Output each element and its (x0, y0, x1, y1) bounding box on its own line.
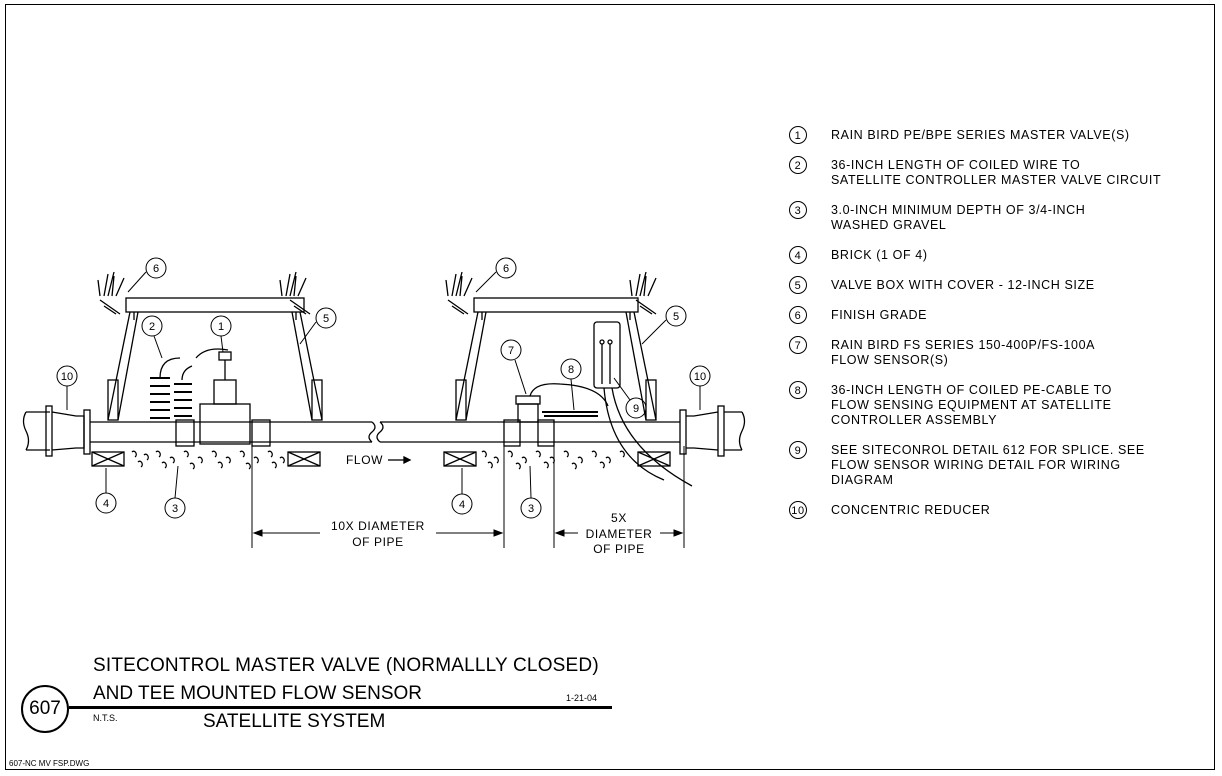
flow-label: FLOW (346, 453, 383, 467)
legend-item: 9 SEE SITECONROL DETAIL 612 FOR SPLICE. S… (786, 441, 1206, 488)
callout-3-right: 3 (528, 503, 534, 515)
legend-text: RAIN BIRD FS SERIES 150-400P/FS-100A FLO… (831, 338, 1096, 367)
left-valve-box (91, 271, 323, 470)
callout-5-left: 5 (323, 313, 329, 325)
callout-5-right: 5 (673, 311, 679, 323)
legend-text: RAIN BIRD PE/BPE SERIES MASTER VALVE(S) (831, 128, 1130, 142)
callout-3-left: 3 (172, 503, 178, 515)
dim-10x-line1: 10X DIAMETER (331, 519, 425, 533)
detail-number-badge: 607 (21, 685, 69, 733)
legend-text: FINISH GRADE (831, 308, 928, 322)
legend-number-badge: 5 (789, 276, 807, 294)
callout-4-right: 4 (459, 499, 465, 511)
legend-number-badge: 6 (789, 306, 807, 324)
callout-labels: 6 6 2 1 5 5 10 10 4 4 3 3 7 8 9 (61, 263, 706, 515)
dim-5x-line2: DIAMETER (586, 527, 653, 541)
legend-number-badge: 1 (789, 126, 807, 144)
callout-10-right: 10 (694, 371, 706, 383)
legend-item: 2 36-INCH LENGTH OF COILED WIRE TO SATELL… (786, 156, 1206, 188)
legend-text: SEE SITECONROL DETAIL 612 FOR SPLICE. SE… (831, 443, 1145, 487)
callout-2: 2 (149, 321, 155, 333)
callout-9: 9 (633, 403, 639, 415)
callout-4-left: 4 (103, 498, 109, 510)
legend-text: 3.0-INCH MINIMUM DEPTH OF 3/4-INCH WASHE… (831, 203, 1086, 232)
flow-arrow (388, 455, 412, 465)
callout-6-left: 6 (153, 263, 159, 275)
legend-number-badge: 3 (789, 201, 807, 219)
right-reducer (679, 405, 746, 457)
sheet-border (5, 4, 1215, 770)
legend-item: 7 RAIN BIRD FS SERIES 150-400P/FS-100A FL… (786, 336, 1206, 368)
scale-note: N.T.S. (93, 713, 118, 723)
legend-text: 36-INCH LENGTH OF COILED PE-CABLE TO FLO… (831, 383, 1112, 427)
legend-item: 4 BRICK (1 OF 4) (786, 246, 1206, 264)
right-valve-box (443, 271, 693, 487)
file-name: 607-NC MV FSP.DWG (9, 759, 90, 768)
dimension-lines (251, 446, 685, 548)
detail-title-line2: AND TEE MOUNTED FLOW SENSOR (93, 683, 423, 704)
legend-text: VALVE BOX WITH COVER - 12-INCH SIZE (831, 278, 1095, 292)
legend: 1 RAIN BIRD PE/BPE SERIES MASTER VALVE(S)… (786, 126, 1206, 533)
detail-title-line1: SITECONTROL MASTER VALVE (NORMALLLY CLOS… (93, 655, 599, 676)
legend-item: 3 3.0-INCH MINIMUM DEPTH OF 3/4-INCH WASH… (786, 201, 1206, 233)
legend-text: 36-INCH LENGTH OF COILED WIRE TO SATELLI… (831, 158, 1162, 187)
main-pipe (90, 421, 680, 443)
legend-number-badge: 7 (789, 336, 807, 354)
dim-10x-line2: OF PIPE (352, 535, 404, 549)
legend-text: CONCENTRIC REDUCER (831, 503, 991, 517)
callout-8: 8 (568, 364, 574, 376)
drawing-text: FLOW 10X DIAMETER OF PIPE 5X DIAMETER OF… (331, 453, 652, 556)
legend-number-badge: 8 (789, 381, 807, 399)
legend-item: 5 VALVE BOX WITH COVER - 12-INCH SIZE (786, 276, 1206, 294)
dim-5x-line3: OF PIPE (593, 542, 645, 556)
callout-10-left: 10 (61, 371, 73, 383)
legend-item: 1 RAIN BIRD PE/BPE SERIES MASTER VALVE(S) (786, 126, 1206, 144)
legend-number-badge: 4 (789, 246, 807, 264)
detail-subtitle: SATELLITE SYSTEM (203, 711, 386, 732)
legend-number-badge: 9 (789, 441, 807, 459)
callout-6-right: 6 (503, 263, 509, 275)
legend-item: 6 FINISH GRADE (786, 306, 1206, 324)
legend-item: 8 36-INCH LENGTH OF COILED PE-CABLE TO FL… (786, 381, 1206, 428)
legend-number-badge: 2 (789, 156, 807, 174)
dim-5x-line1: 5X (611, 511, 627, 525)
callout-7: 7 (508, 345, 514, 357)
left-reducer (22, 405, 91, 457)
title-underline (69, 706, 612, 709)
legend-text: BRICK (1 OF 4) (831, 248, 928, 262)
callout-1: 1 (218, 321, 224, 333)
legend-number-badge: 10 (789, 501, 807, 519)
detail-date: 1-21-04 (566, 693, 598, 703)
callouts (56, 257, 711, 519)
legend-item: 10 CONCENTRIC REDUCER (786, 501, 1206, 519)
